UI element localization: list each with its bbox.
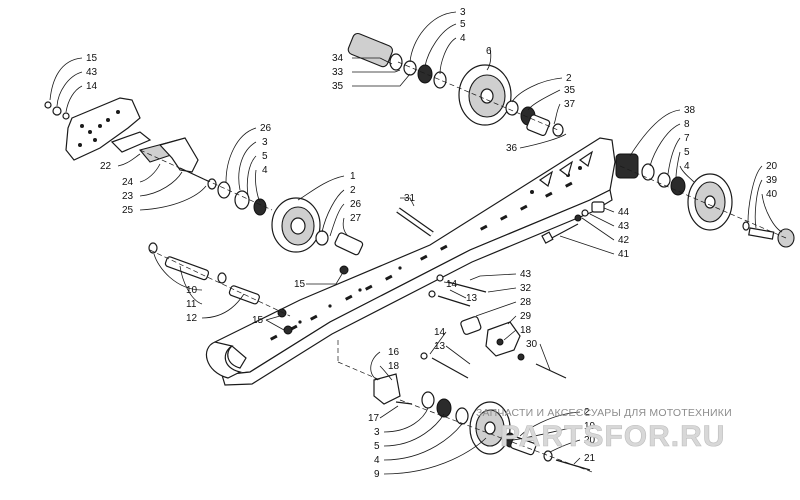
rear-idler-wheel — [615, 153, 795, 248]
watermark-caption: ЗАПЧАСТИ И АКСЕССУАРЫ ДЛЯ МОТОТЕХНИКИ — [476, 407, 732, 419]
callout-33: 33 — [332, 67, 344, 78]
callout-21: 21 — [584, 453, 596, 464]
callout-4: 4 — [460, 33, 466, 44]
callout-5: 5 — [460, 19, 466, 30]
leader-lines — [49, 11, 783, 475]
callout-4: 4 — [374, 455, 380, 466]
callout-2: 2 — [566, 73, 572, 84]
callout-5: 5 — [684, 147, 690, 158]
callout-20: 20 — [584, 435, 596, 446]
callout-6: 6 — [486, 46, 492, 57]
callout-43: 43 — [618, 221, 630, 232]
lower-idler-wheel — [373, 373, 591, 471]
callout-26: 26 — [350, 199, 362, 210]
front-arm-bracket — [44, 97, 141, 161]
callout-17: 17 — [368, 413, 380, 424]
callout-15: 15 — [294, 279, 306, 290]
callout-labels: 15 43 14 3 5 4 6 34 33 35 2 35 37 36 26 … — [86, 7, 778, 480]
watermark: ЗАПЧАСТИ И АКСЕССУАРЫ ДЛЯ МОТОТЕХНИКИ PA… — [476, 407, 732, 453]
watermark-logo: PARTSFOR.RU — [500, 420, 725, 453]
callout-5: 5 — [374, 441, 380, 452]
upper-idler-wheel — [347, 32, 564, 137]
callout-11: 11 — [186, 299, 197, 310]
callout-24: 24 — [122, 177, 134, 188]
callout-3: 3 — [262, 137, 268, 148]
callout-31: 31 — [404, 193, 416, 204]
callout-40: 40 — [766, 189, 778, 200]
callout-4: 4 — [262, 165, 268, 176]
callout-15: 15 — [252, 315, 264, 326]
callout-37: 37 — [564, 99, 576, 110]
cross-shaft — [396, 207, 434, 237]
callout-15: 15 — [86, 53, 98, 64]
callout-42: 42 — [618, 235, 630, 246]
front-arm-assembly — [110, 131, 231, 199]
callout-10: 10 — [186, 285, 198, 296]
callout-32: 32 — [520, 283, 532, 294]
callout-18: 18 — [388, 361, 400, 372]
callout-13: 13 — [434, 341, 446, 352]
callout-5: 5 — [262, 151, 268, 162]
callout-3: 3 — [460, 7, 466, 18]
callout-30: 30 — [526, 339, 538, 350]
callout-43: 43 — [86, 67, 98, 78]
middle-idler-wheel — [234, 190, 364, 256]
callout-8: 8 — [684, 119, 690, 130]
callout-9: 9 — [374, 469, 380, 480]
callout-13: 13 — [466, 293, 478, 304]
callout-44: 44 — [618, 207, 630, 218]
callout-7: 7 — [684, 133, 690, 144]
callout-19: 19 — [584, 421, 596, 432]
callout-14: 14 — [86, 81, 98, 92]
callout-34: 34 — [332, 53, 344, 64]
callout-28: 28 — [520, 297, 532, 308]
callout-18: 18 — [520, 325, 532, 336]
callout-1: 1 — [350, 171, 356, 182]
callout-29: 29 — [520, 311, 532, 322]
alignment-lines — [139, 61, 787, 473]
callout-26: 26 — [260, 123, 272, 134]
callout-3: 3 — [374, 427, 380, 438]
callout-43: 43 — [520, 269, 532, 280]
slide-rail — [205, 137, 616, 386]
callout-20: 20 — [766, 161, 778, 172]
callout-2: 2 — [350, 185, 356, 196]
callout-14: 14 — [446, 279, 458, 290]
callout-23: 23 — [122, 191, 134, 202]
callout-35: 35 — [332, 81, 344, 92]
callout-2: 2 — [584, 407, 590, 418]
callout-27: 27 — [350, 213, 362, 224]
rear-bolts — [541, 201, 605, 244]
callout-35: 35 — [564, 85, 576, 96]
callout-16: 16 — [388, 347, 400, 358]
callout-38: 38 — [684, 105, 696, 116]
callout-12: 12 — [186, 313, 198, 324]
callout-4: 4 — [684, 161, 690, 172]
callout-22: 22 — [100, 161, 112, 172]
callout-39: 39 — [766, 175, 778, 186]
callout-14: 14 — [434, 327, 446, 338]
callout-41: 41 — [618, 249, 630, 260]
callout-36: 36 — [506, 143, 518, 154]
callout-25: 25 — [122, 205, 134, 216]
